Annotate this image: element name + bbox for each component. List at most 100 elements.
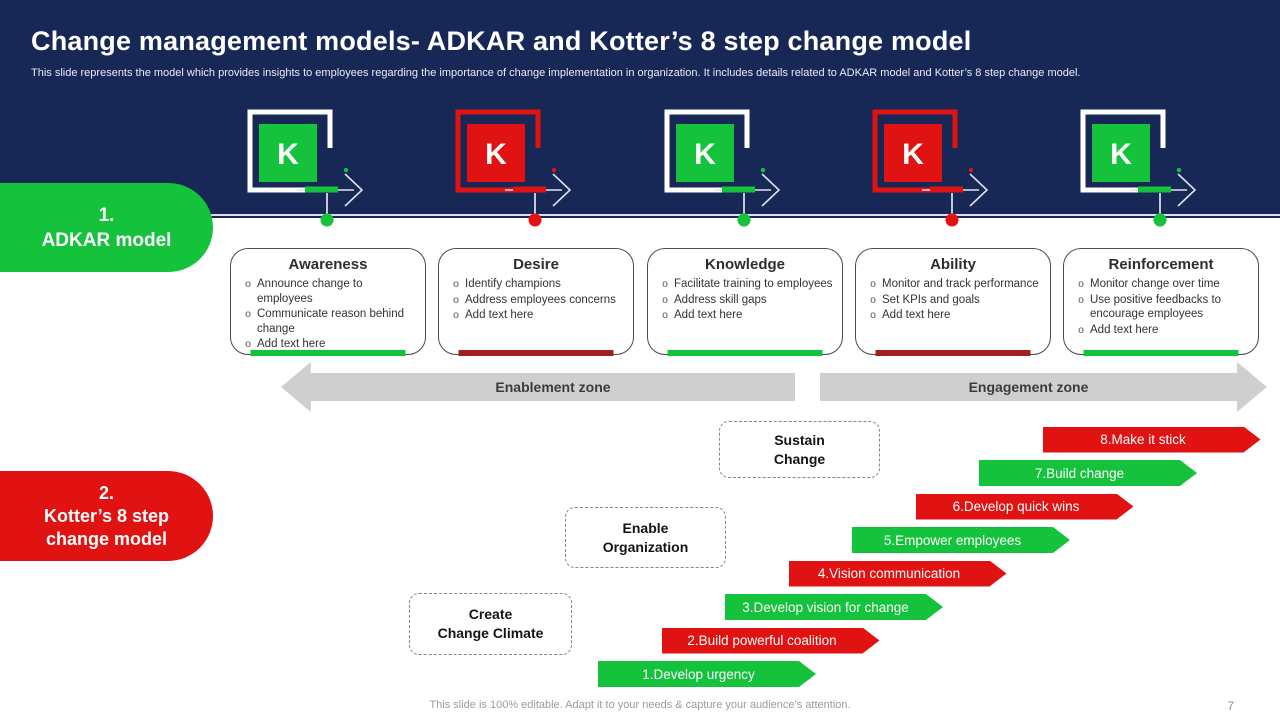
k-square-icon — [467, 124, 525, 182]
kotter-step-8: 8.Make it stick — [1043, 427, 1261, 453]
bullet-marker-icon: o — [870, 278, 876, 290]
bullet-text: Monitor and track performance — [882, 278, 1039, 290]
phase-label-line: Sustain — [774, 431, 825, 448]
mini-dot — [968, 167, 974, 173]
bullet-marker-icon: o — [662, 309, 668, 321]
stage-accent-bar — [1083, 350, 1239, 356]
kotter-step-1: 1.Develop urgency — [598, 661, 816, 687]
step-label: 8.Make it stick — [1100, 432, 1186, 447]
step-label: 4.Vision communication — [817, 566, 961, 581]
phase-label-line: Change — [773, 450, 826, 467]
bullet-marker-icon: o — [1078, 278, 1084, 290]
bullet-marker-icon: o — [453, 278, 459, 290]
bullet-text: Set KPIs and goals — [882, 293, 980, 306]
bullet-item: o Monitor and track performance — [864, 277, 1042, 292]
k-frame-icon — [247, 109, 333, 193]
kotter-k-icon: K — [1080, 109, 1197, 227]
kotter-step-3: 3.Develop vision for change — [725, 594, 943, 620]
progress-dash — [930, 186, 963, 193]
mini-dot — [760, 167, 766, 173]
kotter-step-2: 2.Build powerful coalition — [662, 628, 880, 654]
phase-label-line: Enable — [622, 519, 669, 536]
bullet-marker-icon: o — [870, 293, 876, 306]
step-label: 1.Develop urgency — [642, 666, 755, 682]
kotter-k-icon: K — [247, 109, 364, 227]
k-letter: K — [277, 138, 299, 171]
bullet-text: Add text here — [465, 309, 534, 321]
kotter-model-label: 2. Kotter’s 8 step change model — [0, 471, 213, 561]
arrow-right-icon — [344, 173, 364, 207]
progress-dash — [722, 186, 755, 193]
kotter-label-number: 2. — [98, 482, 114, 503]
stage-title: Ability — [930, 256, 976, 273]
kotter-step-7: 7.Build change — [979, 460, 1197, 486]
bullet-marker-icon: o — [1078, 323, 1084, 336]
page-subtitle: This slide represents the model which pr… — [31, 67, 1081, 79]
step-label: 7.Build change — [1034, 465, 1125, 481]
timeline-dot — [1153, 213, 1167, 227]
bullet-text: Use positive feedbacks to encourage empl… — [1090, 293, 1222, 321]
footer-note: This slide is 100% editable. Adapt it to… — [429, 699, 851, 711]
bullet-text: Address skill gaps — [674, 293, 767, 306]
progress-dash — [513, 186, 546, 193]
bullet-text: Address employees concerns — [465, 293, 616, 306]
stage-title: Knowledge — [704, 256, 785, 273]
bullet-text: Monitor change over time — [1090, 278, 1220, 290]
k-frame-icon — [872, 109, 958, 193]
step-label: 5.Empower employees — [883, 532, 1022, 548]
timeline-dot — [320, 213, 334, 227]
progress-dash — [305, 186, 338, 193]
bullet-text: Add text here — [257, 338, 326, 350]
phase-box-enable-organization: Enable Organization — [565, 507, 726, 568]
page-title: Change management models- ADKAR and Kott… — [31, 26, 972, 56]
arrow-right-icon — [552, 173, 572, 207]
kotter-label-name-line2: change model — [45, 528, 168, 549]
k-letter: K — [694, 138, 716, 171]
stage-card-ability: Ability o Monitor and track performance o… — [855, 248, 1051, 356]
k-letter: K — [902, 138, 924, 171]
k-frame-icon — [455, 109, 541, 193]
page-number: 7 — [1227, 699, 1234, 713]
k-letter: K — [485, 138, 507, 171]
stage-accent-bar — [458, 350, 614, 356]
timeline-dot — [737, 213, 751, 227]
enablement-zone-arrow: Enablement zone — [281, 362, 795, 412]
engagement-zone-arrow: Engagement zone — [820, 362, 1267, 412]
step-label: 3.Develop vision for change — [742, 599, 909, 615]
bullet-text: Identify champions — [465, 278, 561, 290]
arrow-right-icon — [969, 173, 989, 207]
bullet-marker-icon: o — [245, 278, 251, 290]
bullet-text: Facilitate training to employees — [674, 278, 833, 290]
kotter-k-icon: K — [872, 109, 989, 227]
bullet-marker-icon: o — [245, 308, 251, 320]
adkar-label-name: ADKAR model — [41, 229, 172, 251]
stage-accent-bar — [667, 350, 823, 356]
k-square-icon — [676, 124, 734, 182]
bullet-marker-icon: o — [870, 309, 876, 321]
stage-title: Reinforcement — [1108, 256, 1214, 273]
stage-accent-bar — [875, 350, 1031, 356]
stage-accent-bar — [250, 350, 406, 356]
phase-label-line: Organization — [602, 538, 689, 555]
kotter-step-6: 6.Develop quick wins — [916, 494, 1134, 520]
stage-title: Awareness — [288, 256, 368, 273]
zone-label: Enablement zone — [495, 379, 611, 395]
bullet-item: o Facilitate training to employees — [656, 277, 834, 292]
bullet-marker-icon: o — [662, 278, 668, 290]
adkar-label-number: 1. — [98, 204, 115, 226]
arrow-right-icon — [761, 173, 781, 207]
progress-dash — [1138, 186, 1171, 193]
